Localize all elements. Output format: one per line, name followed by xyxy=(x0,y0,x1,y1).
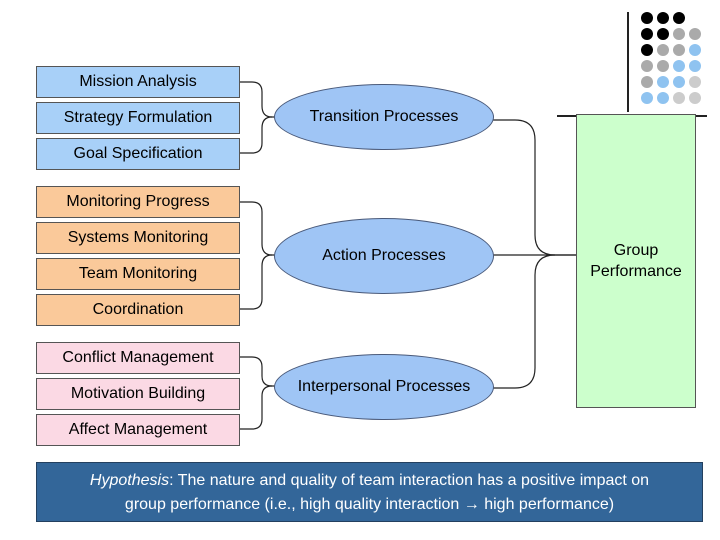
conflict-management-box: Conflict Management xyxy=(36,342,240,374)
decorative-vertical-line xyxy=(627,12,629,112)
group-performance-line1: Group xyxy=(613,242,659,259)
monitoring-progress-box: Monitoring Progress xyxy=(36,186,240,218)
hypothesis-line1: Hypothesis: The nature and quality of te… xyxy=(37,469,702,493)
affect-management-box: Affect Management xyxy=(36,414,240,446)
goal-specification-box: Goal Specification xyxy=(36,138,240,170)
hypothesis-text-line1: : The nature and quality of team interac… xyxy=(169,472,650,489)
action-processes-ellipse: Action Processes xyxy=(274,218,494,294)
transition-processes-ellipse: Transition Processes xyxy=(274,84,494,150)
systems-monitoring-box: Systems Monitoring xyxy=(36,222,240,254)
motivation-building-box: Motivation Building xyxy=(36,378,240,410)
hypothesis-text-line2: group performance (i.e., high quality in… xyxy=(124,496,615,513)
interpersonal-processes-ellipse: Interpersonal Processes xyxy=(274,354,494,420)
mission-analysis-box: Mission Analysis xyxy=(36,66,240,98)
group-performance-line2: Performance xyxy=(590,263,682,280)
strategy-formulation-box: Strategy Formulation xyxy=(36,102,240,134)
hypothesis-label: Hypothesis xyxy=(89,472,170,489)
group-performance-box: Group Performance xyxy=(576,114,696,408)
coordination-box: Coordination xyxy=(36,294,240,326)
hypothesis-banner: Hypothesis: The nature and quality of te… xyxy=(36,462,703,522)
team-monitoring-box: Team Monitoring xyxy=(36,258,240,290)
